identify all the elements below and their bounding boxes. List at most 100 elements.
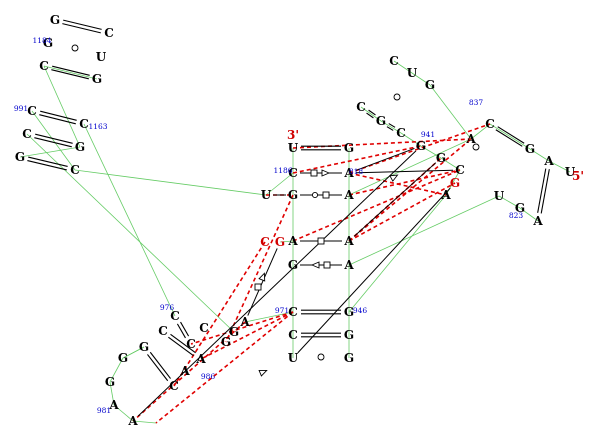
nucleotide: C <box>170 309 180 323</box>
nucleotide: A <box>543 154 554 168</box>
nucleotide: C <box>260 235 270 249</box>
backbone-segment <box>348 138 472 196</box>
nucleotide: G <box>118 351 128 365</box>
nucleotide: G <box>105 375 115 389</box>
backbone-segment <box>548 160 571 173</box>
nucleotide: G <box>139 340 149 354</box>
nucleotide: A <box>343 258 354 272</box>
nucleotide: C <box>396 126 406 140</box>
nucleotide: A <box>343 234 354 248</box>
backbone-segment <box>122 346 145 359</box>
strand-end-label: 5' <box>572 169 584 183</box>
backbone-segment <box>113 404 134 422</box>
tertiary-interaction <box>348 138 472 242</box>
backbone-segment <box>360 106 382 122</box>
nucleotide: C <box>186 337 196 351</box>
watson-crick-pair <box>34 137 72 148</box>
nucleotide: G <box>450 176 460 190</box>
residue-number-label: 986 <box>201 372 216 381</box>
triangle-symbol <box>310 261 320 269</box>
tertiary-interaction <box>292 145 422 174</box>
backbone-segment <box>109 357 124 383</box>
nucleotide: G <box>43 36 53 50</box>
nucleotide: C <box>356 100 366 114</box>
base-pair-line <box>247 248 278 316</box>
backbone-segment <box>470 123 491 140</box>
nucleotide: C <box>288 166 298 180</box>
nucleotide: A <box>179 364 190 378</box>
tertiary-interaction <box>225 194 294 343</box>
residue-number-label: 941 <box>421 130 435 139</box>
triangle-symbol <box>258 369 268 377</box>
nucleotide: U <box>565 165 576 179</box>
nucleotide: C <box>288 305 298 319</box>
circle-symbol <box>317 353 325 361</box>
nucleotide: C <box>39 59 49 73</box>
watson-crick-pair <box>40 110 77 121</box>
watson-crick-pair <box>39 114 76 125</box>
backbone-segment <box>83 123 176 317</box>
nucleotide: G <box>344 141 354 155</box>
nucleotide: G <box>15 150 25 164</box>
nucleotide: G <box>515 201 525 215</box>
tertiary-interaction <box>173 241 266 387</box>
nucleotide: G <box>221 335 231 349</box>
tertiary-interaction <box>200 311 294 360</box>
square-symbol <box>323 261 331 269</box>
triangle-symbol <box>258 272 266 282</box>
tertiary-interaction <box>348 182 456 242</box>
nucleotide: G <box>288 188 298 202</box>
watson-crick-pair <box>180 321 190 337</box>
base-pair-line <box>137 150 417 417</box>
base-pair-line <box>355 147 415 172</box>
nucleotide: C <box>485 117 495 131</box>
base-pair-line <box>353 162 437 237</box>
strand-end-label: 3' <box>287 128 299 142</box>
nucleotide: A <box>440 188 451 202</box>
circle-symbol <box>393 93 401 101</box>
residue-number-label: 1184 <box>32 36 51 45</box>
nucleotide: A <box>343 166 354 180</box>
residue-number-label: 981 <box>97 406 111 415</box>
square-symbol <box>317 237 325 245</box>
tertiary-interaction <box>155 311 294 424</box>
watson-crick-pair <box>366 112 374 119</box>
nucleotide: U <box>288 141 299 155</box>
base-pair-line <box>355 169 454 174</box>
backbone-segment <box>429 84 472 140</box>
circle-symbol <box>311 191 319 199</box>
residue-number-label: 1163 <box>88 122 107 131</box>
nucleotide: A <box>343 188 354 202</box>
backbone-segment <box>43 65 81 148</box>
watson-crick-pair <box>388 123 396 128</box>
base-pair-line <box>297 187 451 354</box>
nucleotide: C <box>70 163 80 177</box>
watson-crick-pair <box>176 323 186 339</box>
watson-crick-pair <box>170 333 196 354</box>
watson-crick-pair <box>149 351 171 379</box>
nucleotide: C <box>158 324 168 338</box>
backbone-segment <box>31 110 76 171</box>
nucleotide: A <box>465 132 476 146</box>
nucleotide: C <box>455 163 465 177</box>
nucleotide: G <box>275 235 285 249</box>
watson-crick-pair <box>35 133 73 144</box>
nucleotide: C <box>288 328 298 342</box>
nucleotide: G <box>436 151 446 165</box>
watson-crick-pair <box>497 126 525 144</box>
nucleotide: G <box>344 305 354 319</box>
nucleotide: A <box>287 234 298 248</box>
nucleotide: A <box>127 414 138 428</box>
nucleotide: C <box>389 54 399 68</box>
nucleotide: G <box>50 13 60 27</box>
watson-crick-pair <box>27 160 67 171</box>
tertiary-interaction <box>348 123 491 174</box>
backbone-segment <box>400 132 422 147</box>
nucleotide: A <box>239 315 250 329</box>
nucleotide: G <box>376 114 386 128</box>
backbone-segment <box>109 381 115 406</box>
nucleotide: C <box>104 26 114 40</box>
backbone-segment <box>380 120 402 134</box>
